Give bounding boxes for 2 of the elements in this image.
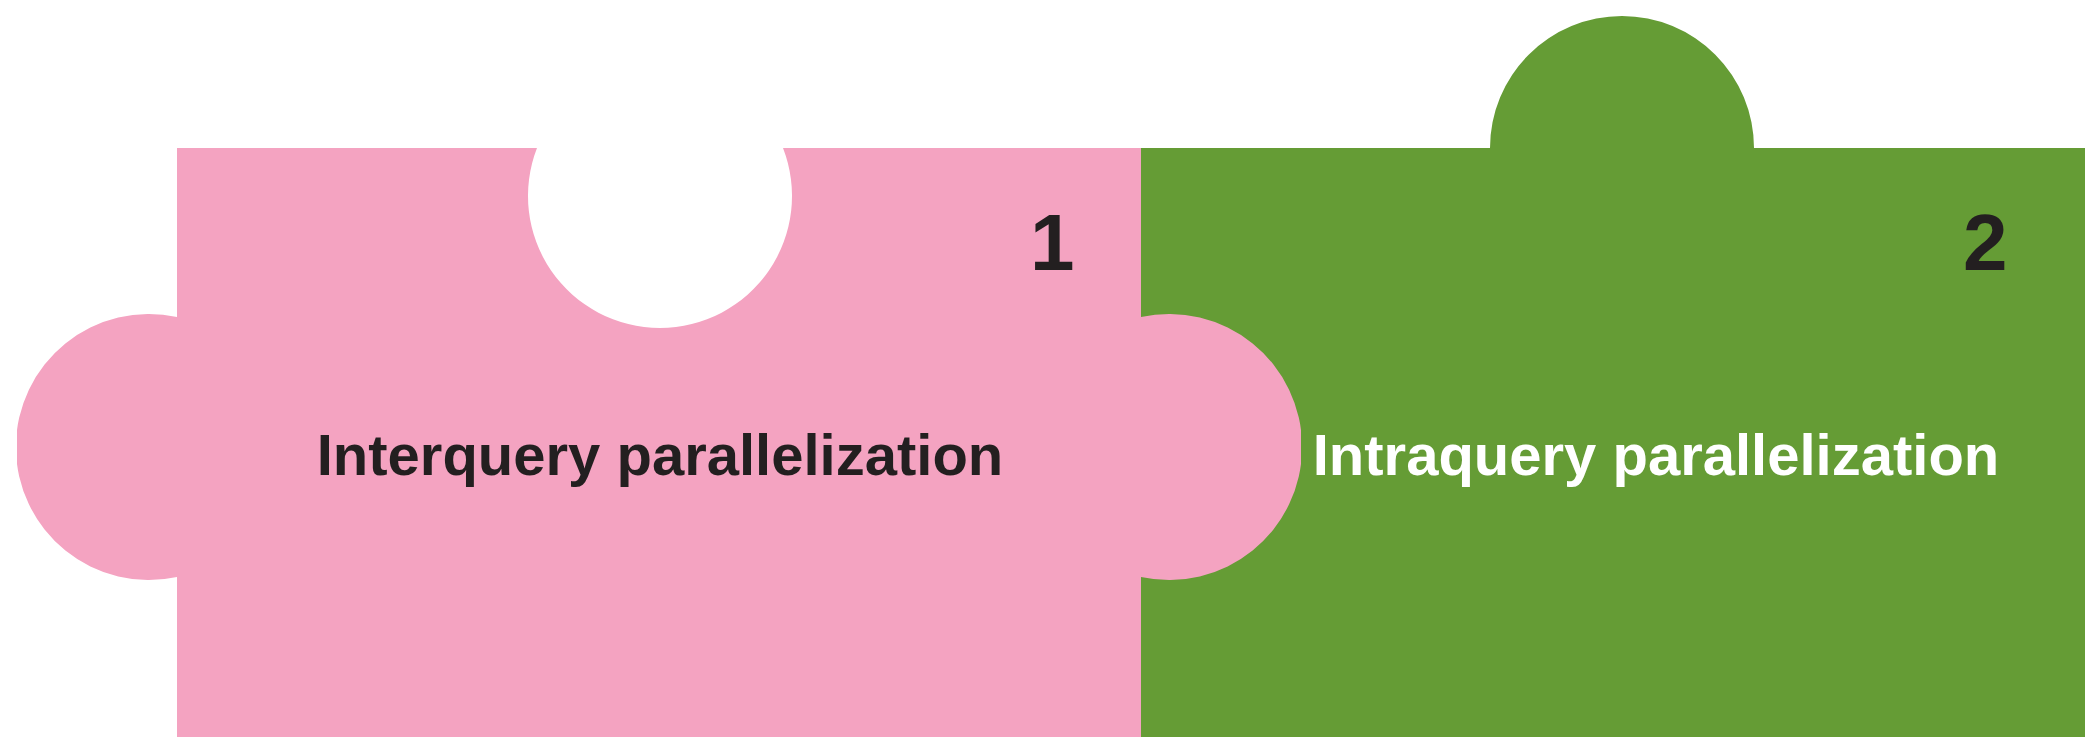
- step-number: 2: [1963, 203, 2008, 283]
- step-number: 1: [1030, 203, 1075, 283]
